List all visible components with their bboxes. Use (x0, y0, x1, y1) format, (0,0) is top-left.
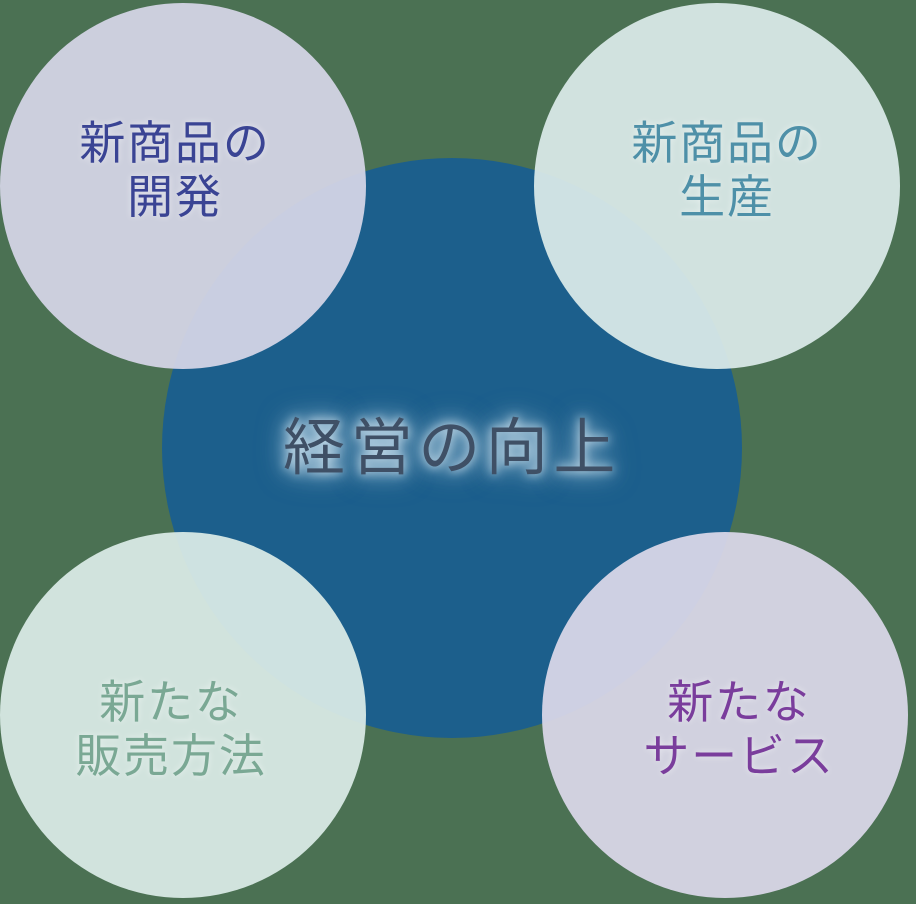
satellite-label-new-service: 新たな サービス (643, 674, 835, 783)
satellite-circle-new-sales-method[interactable]: 新たな 販売方法 (0, 532, 366, 898)
satellite-circle-new-product-development[interactable]: 新商品の 開発 (0, 3, 366, 369)
satellite-label-new-sales-method: 新たな 販売方法 (75, 674, 267, 783)
satellite-circle-new-product-production[interactable]: 新商品の 生産 (534, 3, 900, 369)
satellite-label-new-product-production: 新商品の 生産 (631, 115, 823, 224)
hub-circle-label: 経営の向上 (283, 411, 621, 485)
satellite-label-new-product-development: 新商品の 開発 (79, 115, 271, 224)
satellite-circle-new-service[interactable]: 新たな サービス (542, 532, 908, 898)
